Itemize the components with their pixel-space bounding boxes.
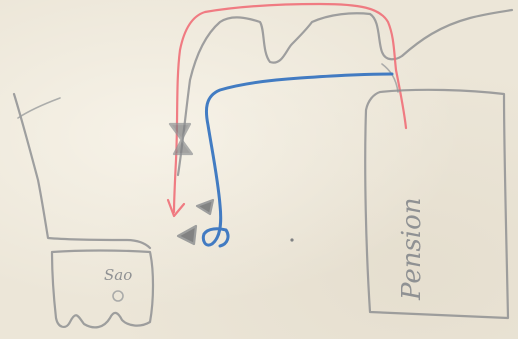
left-building-outline bbox=[14, 94, 150, 248]
left-station-dot bbox=[113, 291, 123, 301]
pension-building bbox=[365, 90, 508, 318]
left-label: Sao bbox=[104, 266, 132, 284]
red-arrow-head bbox=[168, 200, 184, 216]
grey-ridge-line bbox=[178, 10, 512, 175]
left-building-wall bbox=[18, 98, 60, 118]
triangle-marker-1 bbox=[197, 200, 213, 214]
left-station-box bbox=[52, 251, 153, 328]
small-dot bbox=[290, 238, 293, 241]
right-label: Pension bbox=[397, 197, 427, 301]
hourglass-marker bbox=[170, 124, 192, 154]
blue-route-line bbox=[203, 74, 392, 246]
triangle-marker-2 bbox=[178, 226, 196, 244]
